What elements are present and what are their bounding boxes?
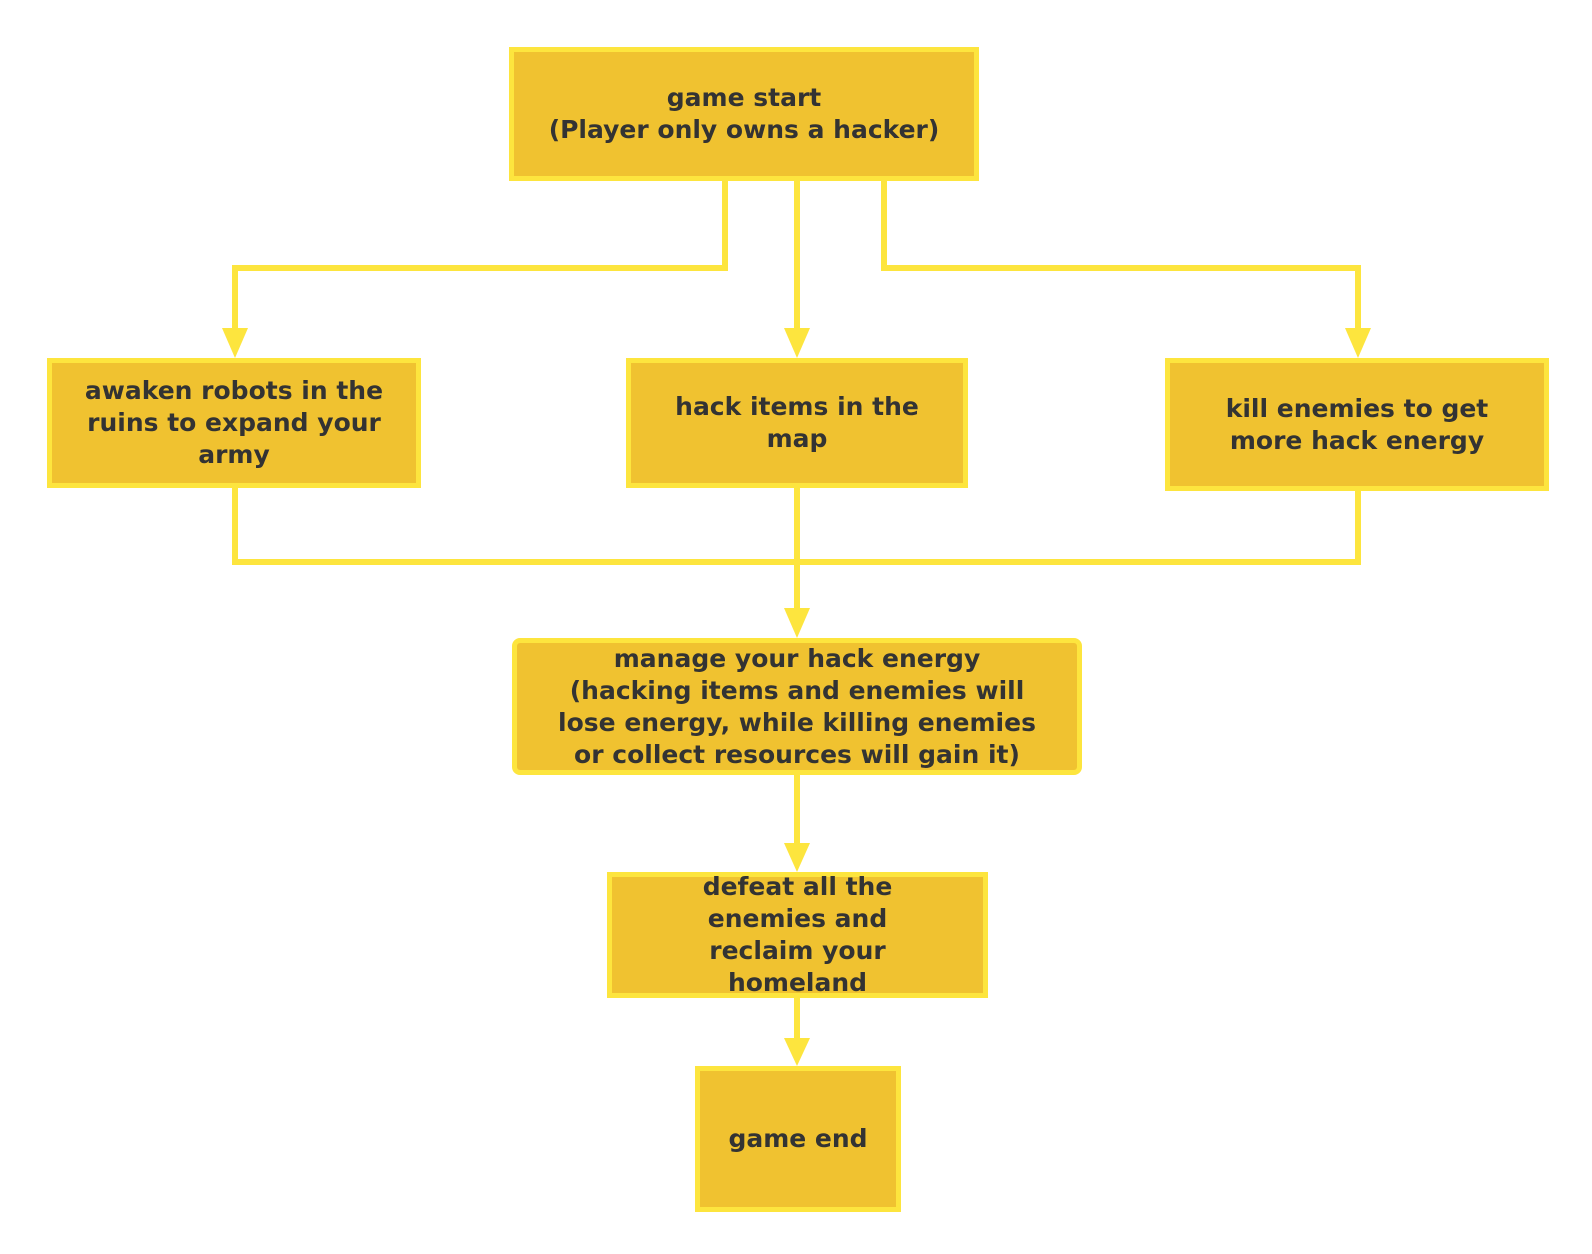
arrowhead-end — [784, 1038, 810, 1066]
connector-start-to-awaken — [232, 180, 728, 330]
node-kill-enemies: kill enemies to get more hack energy — [1165, 358, 1549, 491]
arrowhead-kill-enemies — [1345, 328, 1371, 358]
arrowhead-defeat — [784, 843, 810, 872]
connector-awaken-to-merge — [232, 487, 797, 565]
arrowhead-hack-items — [784, 328, 810, 358]
node-awaken-robots-label: awaken robots in the ruins to expand you… — [84, 376, 384, 469]
node-hack-items: hack items in the map — [626, 358, 968, 488]
node-game-end-label: game end — [728, 1124, 868, 1153]
node-manage-energy: manage your hack energy (hacking items a… — [512, 638, 1082, 775]
arrowhead-awaken — [222, 328, 248, 358]
node-defeat-enemies-label: defeat all the enemies and reclaim your … — [702, 872, 893, 997]
node-awaken-robots: awaken robots in the ruins to expand you… — [47, 358, 421, 488]
arrowhead-manage — [784, 608, 810, 638]
node-game-end: game end — [695, 1066, 901, 1212]
connector-kill-enemies-to-merge — [797, 490, 1361, 565]
node-game-start: game start (Player only owns a hacker) — [509, 47, 979, 181]
node-hack-items-label: hack items in the map — [675, 392, 919, 453]
node-kill-enemies-label: kill enemies to get more hack energy — [1225, 393, 1489, 455]
node-defeat-enemies: defeat all the enemies and reclaim your … — [607, 872, 988, 998]
node-game-start-label: game start (Player only owns a hacker) — [548, 83, 940, 144]
connector-start-to-kill-enemies — [881, 180, 1361, 330]
node-manage-energy-label: manage your hack energy (hacking items a… — [558, 643, 1036, 769]
